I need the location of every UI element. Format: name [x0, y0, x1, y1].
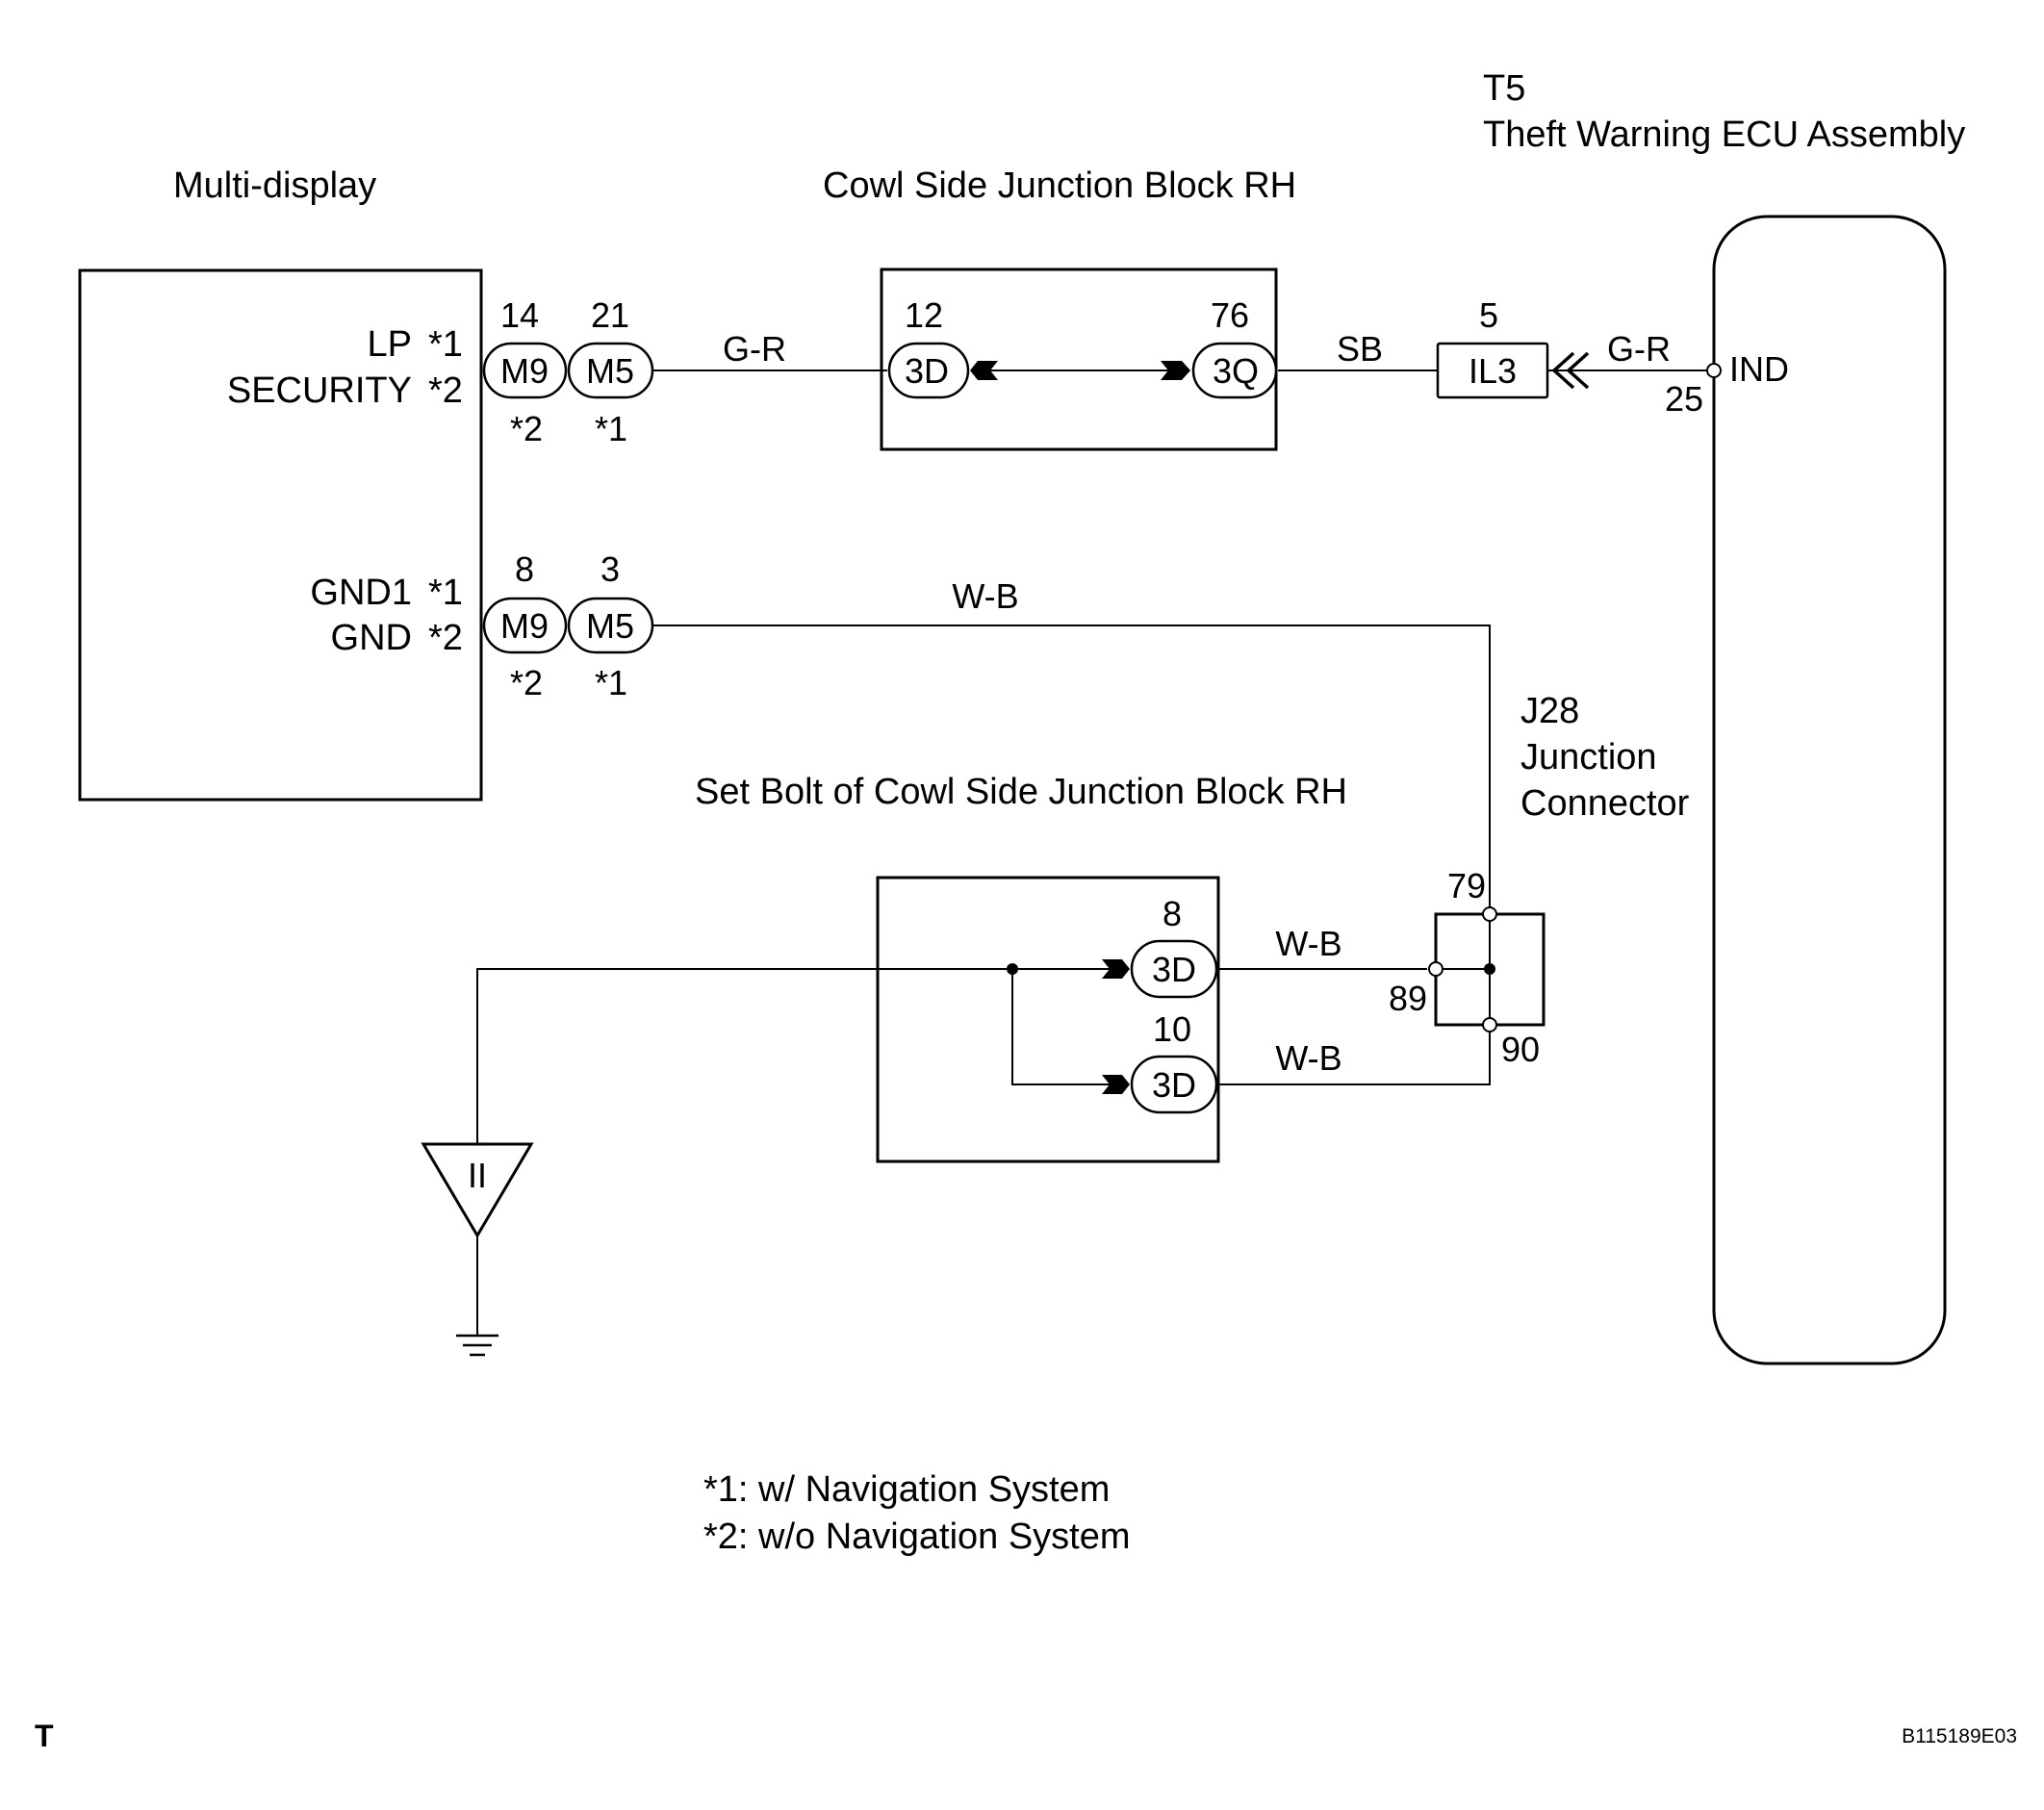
connector-m5-top	[567, 342, 654, 399]
pin-number-76: 76	[1211, 295, 1249, 335]
ground-point-triangle	[421, 1142, 534, 1238]
ground-point-label: II	[468, 1156, 487, 1195]
pin-number-5: 5	[1479, 295, 1498, 335]
connector-m5-top-note: *1	[595, 409, 627, 448]
j28-pin-90: 90	[1501, 1030, 1540, 1069]
wire-wb-top	[652, 625, 1491, 907]
wire-label-sb: SB	[1337, 329, 1383, 369]
wire-label-gr-right: G-R	[1607, 329, 1671, 369]
connector-m9-top-note: *2	[510, 409, 543, 448]
pin-gnd1: GND1	[310, 573, 412, 613]
set-bolt-box	[876, 876, 1220, 1163]
figure-id: B115189E03	[1902, 1725, 2017, 1747]
pin-gnd-note: *2	[428, 618, 463, 658]
wire-label-wb-low: W-B	[1275, 1038, 1341, 1078]
connector-m5-top-label: M5	[586, 351, 634, 391]
pin-number-12: 12	[905, 295, 943, 335]
connector-m9-bottom-note: *2	[510, 663, 543, 702]
pin-number-3: 3	[600, 549, 620, 589]
pin-lp: LP	[368, 324, 412, 365]
wire-label-gr-left: G-R	[723, 329, 786, 369]
pin-lp-note: *1	[428, 324, 463, 365]
connector-jb-3q-label: 3Q	[1213, 351, 1259, 391]
pin-number-10: 10	[1153, 1009, 1191, 1049]
connector-il3	[1436, 342, 1549, 399]
j28-line1: Junction	[1520, 737, 1657, 778]
connector-setbolt-3d-10-label: 3D	[1152, 1065, 1196, 1105]
pin-number-8-sb: 8	[1163, 894, 1182, 933]
connector-setbolt-3d-8-label: 3D	[1152, 950, 1196, 989]
connector-setbolt-3d-10	[1130, 1055, 1218, 1114]
corner-letter: T	[35, 1719, 54, 1753]
junction-dot-setbolt	[1007, 963, 1018, 975]
ecu-pin-number: 25	[1665, 379, 1703, 419]
cowl-jb-title: Cowl Side Junction Block RH	[823, 166, 1296, 206]
pin-number-8-md: 8	[515, 549, 534, 589]
terminal-ecu-ind	[1706, 363, 1722, 378]
ecu-box	[1712, 215, 1947, 1365]
footnote-1: *1: w/ Navigation System	[703, 1469, 1110, 1510]
wire-branch	[1011, 969, 1111, 1085]
connector-m5-bottom-label: M5	[586, 606, 634, 646]
connector-m9-bottom	[482, 597, 568, 654]
multi-display-title: Multi-display	[173, 166, 376, 206]
connector-m5-bottom-note: *1	[595, 663, 627, 702]
wire-wb-low	[1218, 1032, 1491, 1085]
pin-security-note: *2	[428, 370, 463, 411]
j28-code: J28	[1520, 691, 1579, 731]
connector-jb-3q	[1191, 342, 1278, 399]
double-chevron-icon	[1551, 351, 1590, 390]
j28-pin-89: 89	[1389, 979, 1427, 1018]
wire-label-wb-mid: W-B	[1275, 924, 1341, 963]
cowl-junction-block-box	[880, 268, 1278, 451]
connector-jb-3d-label: 3D	[905, 351, 949, 391]
footnote-2: *2: w/o Navigation System	[703, 1517, 1131, 1557]
pin-security: SECURITY	[227, 370, 412, 411]
j28-line2: Connector	[1520, 783, 1690, 824]
arrow-jb-3q-right	[1161, 361, 1190, 380]
connector-m5-bottom	[567, 597, 654, 654]
connector-setbolt-3d-8	[1130, 939, 1218, 999]
ecu-pin-name: IND	[1729, 349, 1789, 389]
arrow-setbolt-10	[1102, 1075, 1130, 1094]
set-bolt-title: Set Bolt of Cowl Side Junction Block RH	[695, 772, 1347, 812]
connector-m9-bottom-label: M9	[500, 606, 549, 646]
wire-label-wb-top: W-B	[952, 576, 1018, 616]
connector-jb-3d	[887, 342, 970, 399]
arrow-setbolt-8	[1102, 959, 1130, 979]
connector-il3-label: IL3	[1469, 351, 1517, 391]
connector-m9-top-label: M9	[500, 351, 549, 391]
terminal-j28-89	[1428, 961, 1444, 977]
ground-icon	[456, 1334, 498, 1357]
multi-display-box	[78, 268, 483, 802]
wire-ground	[476, 968, 1111, 1144]
j28-pin-79: 79	[1447, 866, 1486, 905]
pin-gnd1-note: *1	[428, 573, 463, 613]
terminal-j28-79	[1482, 906, 1497, 922]
ecu-code: T5	[1483, 68, 1525, 109]
connector-m9-top	[482, 342, 568, 399]
ecu-title: Theft Warning ECU Assembly	[1483, 115, 1965, 155]
junction-dot-j28	[1484, 963, 1495, 975]
pin-number-21: 21	[591, 295, 629, 335]
terminal-j28-90	[1482, 1017, 1497, 1032]
pin-gnd: GND	[331, 618, 412, 658]
pin-number-14: 14	[500, 295, 539, 335]
arrow-jb-3d-left	[970, 361, 998, 380]
